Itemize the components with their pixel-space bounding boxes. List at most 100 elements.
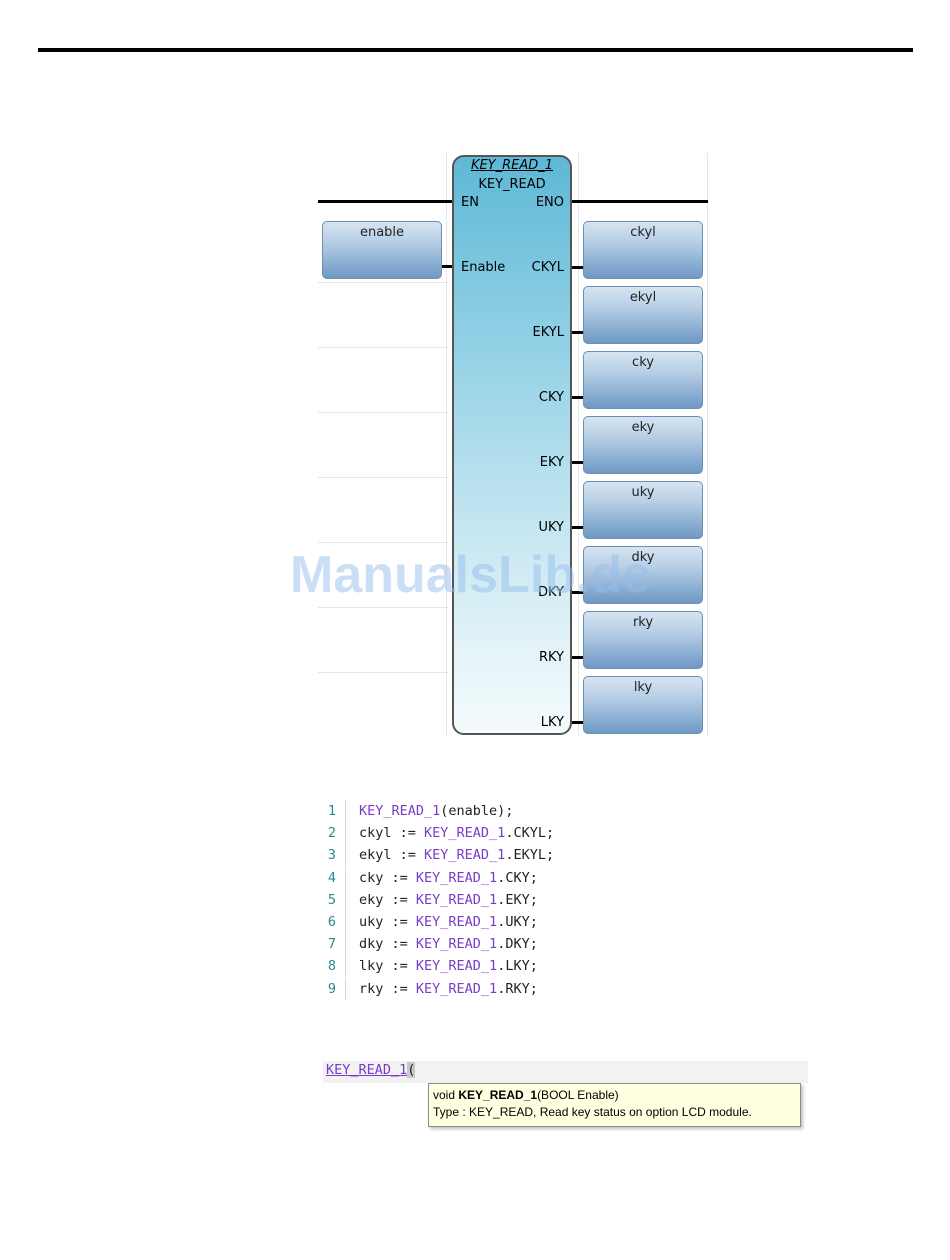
pin-eky: EKY xyxy=(539,455,564,470)
typed-keyword: KEY_READ_1 xyxy=(326,1062,408,1078)
pin-eno: ENO xyxy=(535,195,564,210)
output-variable-uky[interactable]: uky xyxy=(583,481,703,539)
code-text: dky := KEY_READ_1.DKY; xyxy=(359,936,538,953)
code-text: cky := KEY_READ_1.CKY; xyxy=(359,869,538,886)
line-number: 1 xyxy=(327,803,336,819)
grid-column-line xyxy=(446,153,447,737)
output-wire xyxy=(572,461,584,464)
output-wire xyxy=(572,591,584,594)
tooltip-signature: void KEY_READ_1(BOOL Enable) xyxy=(433,1088,619,1102)
line-number: 3 xyxy=(327,847,336,864)
code-text: eky := KEY_READ_1.EKY; xyxy=(359,891,538,908)
output-variable-dky[interactable]: dky xyxy=(583,546,703,604)
gutter-divider xyxy=(345,955,346,978)
output-wire xyxy=(572,656,584,659)
code-line[interactable]: 2 ckyl := KEY_READ_1.CKYL; xyxy=(318,822,718,845)
grid-row-line xyxy=(318,282,448,283)
pin-ckyl: CKYL xyxy=(531,260,564,275)
output-variable-label: ckyl xyxy=(630,225,656,240)
right-power-rail xyxy=(572,200,708,203)
editor-current-line[interactable]: KEY_READ_1( xyxy=(323,1061,808,1083)
code-text: lky := KEY_READ_1.LKY; xyxy=(359,958,538,975)
output-variable-rky[interactable]: rky xyxy=(583,611,703,669)
output-variable-label: cky xyxy=(632,355,654,370)
signature-tooltip: void KEY_READ_1(BOOL Enable) Type : KEY_… xyxy=(428,1083,801,1127)
output-variable-label: eky xyxy=(631,420,655,435)
gutter-divider xyxy=(345,910,346,933)
input-variable-label: enable xyxy=(359,225,405,240)
fb-reference: KEY_READ_1 xyxy=(359,803,441,819)
gutter-divider xyxy=(345,822,346,845)
gutter-divider xyxy=(345,933,346,956)
typed-paren: ( xyxy=(407,1062,416,1078)
input-variable-enable[interactable]: enable xyxy=(322,221,442,279)
tooltip-function-name: KEY_READ_1 xyxy=(458,1088,538,1102)
watermark: ManualsLib.de xyxy=(290,546,652,604)
code-text: ckyl := KEY_READ_1.CKYL; xyxy=(359,825,555,842)
output-variable-cky[interactable]: cky xyxy=(583,351,703,409)
fb-reference: KEY_READ_1 xyxy=(415,936,498,953)
code-text: ekyl := KEY_READ_1.EKYL; xyxy=(359,847,555,864)
output-variable-lky[interactable]: lky xyxy=(583,676,703,734)
grid-row-line xyxy=(318,542,448,543)
line-number: 2 xyxy=(327,825,336,842)
output-variable-label: lky xyxy=(633,680,653,695)
code-text: rky := KEY_READ_1.RKY; xyxy=(359,980,538,997)
pin-en: EN xyxy=(461,195,479,210)
code-text: KEY_READ_1(enable); xyxy=(359,803,514,819)
code-line[interactable]: 3 ekyl := KEY_READ_1.EKYL; xyxy=(318,844,718,867)
fb-reference: KEY_READ_1 xyxy=(415,913,498,930)
pin-rky: RKY xyxy=(538,650,564,665)
input-wire xyxy=(442,265,454,268)
fb-reference: KEY_READ_1 xyxy=(424,825,506,842)
pin-lky: LKY xyxy=(540,715,564,730)
fb-reference: KEY_READ_1 xyxy=(415,958,498,975)
top-rule xyxy=(38,48,913,52)
gutter-divider xyxy=(345,800,346,822)
code-line[interactable]: 6 uky := KEY_READ_1.UKY; xyxy=(318,910,718,933)
grid-column-line xyxy=(707,153,708,737)
code-line[interactable]: 1 KEY_READ_1(enable); xyxy=(318,800,718,822)
grid-column-line xyxy=(578,153,579,737)
pin-dky: DKY xyxy=(537,585,564,600)
fb-reference: KEY_READ_1 xyxy=(415,891,498,908)
line-number: 6 xyxy=(327,913,336,930)
tooltip-description: Type : KEY_READ, Read key status on opti… xyxy=(433,1105,752,1119)
gutter-divider xyxy=(345,888,346,911)
output-variable-ekyl[interactable]: ekyl xyxy=(583,286,703,344)
grid-row-line xyxy=(318,672,448,673)
output-wire xyxy=(572,526,584,529)
left-power-rail xyxy=(318,200,452,203)
fb-reference: KEY_READ_1 xyxy=(424,847,506,864)
typed-text: KEY_READ_1( xyxy=(326,1062,416,1078)
pin-uky: UKY xyxy=(538,520,564,535)
code-line[interactable]: 4 cky := KEY_READ_1.CKY; xyxy=(318,866,718,889)
output-wire xyxy=(572,266,584,269)
output-variable-label: ekyl xyxy=(629,290,657,305)
output-wire xyxy=(572,331,584,334)
output-variable-label: dky xyxy=(631,550,655,565)
gutter-divider xyxy=(345,866,346,889)
output-variable-eky[interactable]: eky xyxy=(583,416,703,474)
grid-row-line xyxy=(318,347,448,348)
fb-type-name: KEY_READ xyxy=(478,177,546,192)
fb-reference: KEY_READ_1 xyxy=(415,980,498,997)
fb-instance-name[interactable]: KEY_READ_1 xyxy=(470,158,554,173)
st-code-listing: 1 KEY_READ_1(enable); 2 ckyl := KEY_READ_1.… xyxy=(318,800,718,1000)
grid-row-line xyxy=(318,412,448,413)
output-variable-ckyl[interactable]: ckyl xyxy=(583,221,703,279)
output-wire xyxy=(572,396,584,399)
code-line[interactable]: 7 dky := KEY_READ_1.DKY; xyxy=(318,933,718,956)
line-number: 4 xyxy=(327,869,336,886)
pin-cky: CKY xyxy=(538,390,564,405)
line-number: 7 xyxy=(327,936,336,953)
code-text: uky := KEY_READ_1.UKY; xyxy=(359,913,538,930)
grid-row-line xyxy=(318,607,448,608)
output-variable-label: rky xyxy=(632,615,654,630)
gutter-divider xyxy=(345,977,346,1000)
output-wire xyxy=(572,721,584,724)
